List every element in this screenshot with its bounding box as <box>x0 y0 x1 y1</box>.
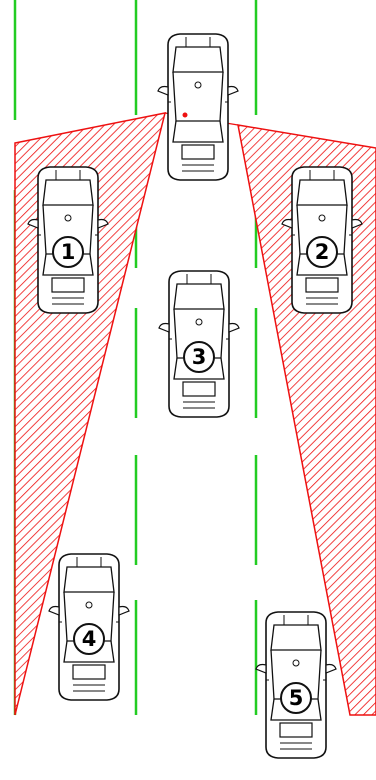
observer-car <box>157 33 239 181</box>
car-number-badge <box>280 682 312 714</box>
car-number-label: 1 <box>61 240 76 264</box>
car-number-badge <box>183 341 215 373</box>
car-number-label: 5 <box>289 686 304 710</box>
car-number-label: 2 <box>315 240 330 264</box>
car-number-label: 3 <box>192 345 207 369</box>
car-number-label: 4 <box>82 627 97 651</box>
driver-eye-point <box>182 112 188 118</box>
car-number-badge <box>52 236 84 268</box>
car-5: 5 <box>255 611 337 759</box>
car-4: 4 <box>48 553 130 701</box>
car-number-badge <box>306 236 338 268</box>
sightline-origin <box>182 112 188 118</box>
car-3: 3 <box>158 270 240 418</box>
car-2: 2 <box>281 166 363 314</box>
car-number-badge <box>73 623 105 655</box>
car-1: 1 <box>27 166 109 314</box>
